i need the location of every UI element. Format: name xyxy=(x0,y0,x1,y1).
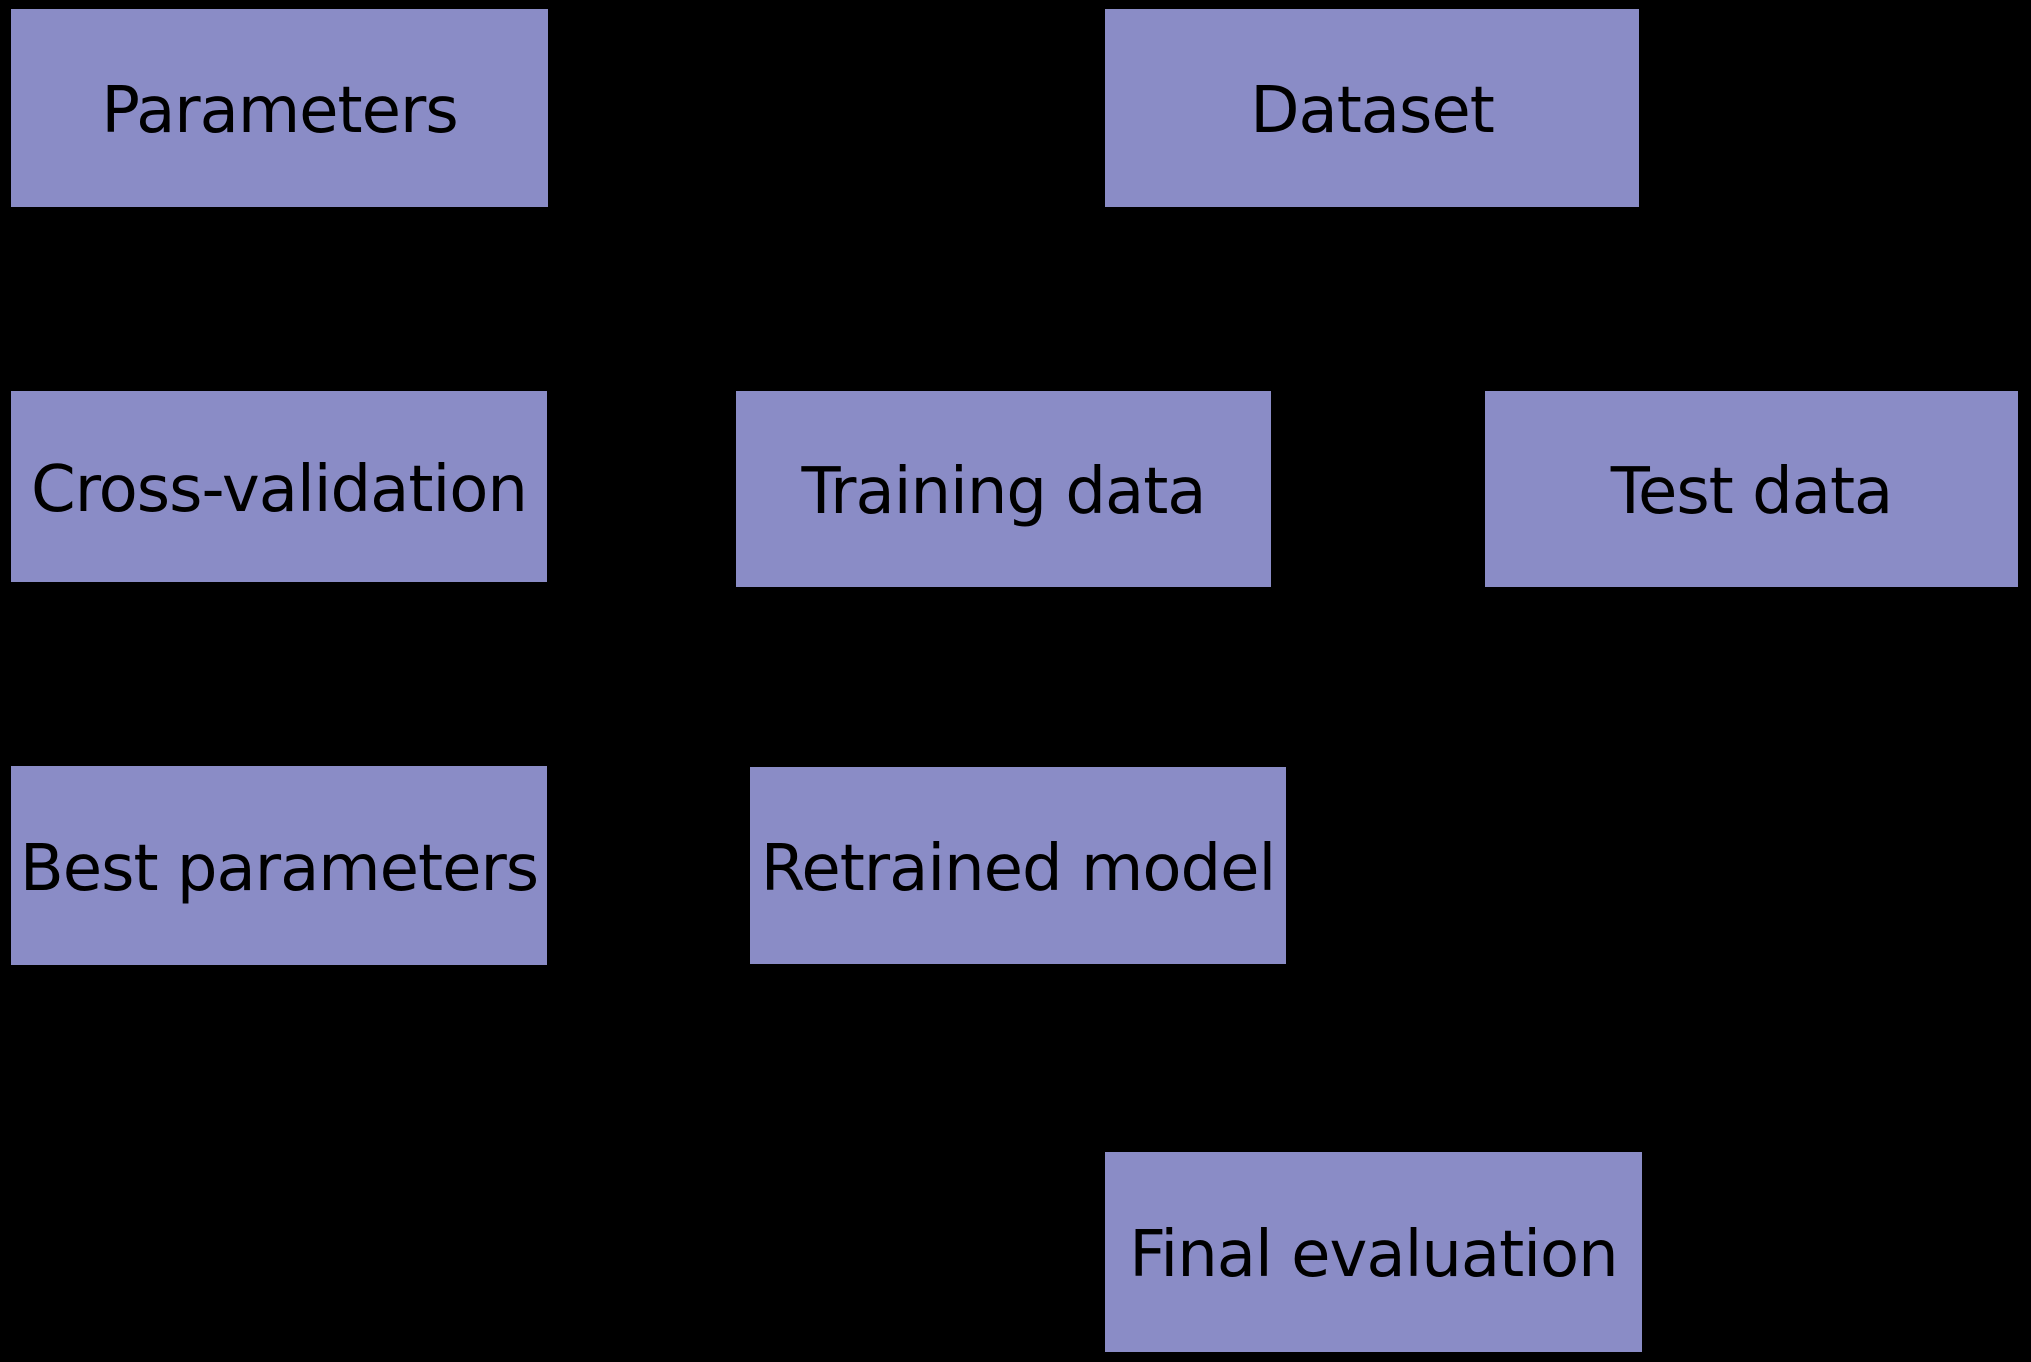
node-cross-validation: Cross-validation xyxy=(8,388,550,585)
node-retrained-model-label: Retrained model xyxy=(760,831,1277,906)
node-best-parameters-label: Best parameters xyxy=(19,831,539,906)
node-parameters: Parameters xyxy=(8,6,551,210)
node-parameters-label: Parameters xyxy=(101,74,458,148)
node-cross-validation-label: Cross-validation xyxy=(31,452,528,527)
node-training-data-label: Training data xyxy=(801,455,1206,529)
node-dataset: Dataset xyxy=(1102,6,1642,210)
node-test-data-label: Test data xyxy=(1610,455,1894,529)
node-test-data: Test data xyxy=(1482,388,2021,590)
node-training-data: Training data xyxy=(733,388,1274,590)
node-final-evaluation: Final evaluation xyxy=(1102,1149,1645,1355)
node-final-evaluation-label: Final evaluation xyxy=(1129,1218,1618,1292)
node-dataset-label: Dataset xyxy=(1250,74,1495,148)
node-retrained-model: Retrained model xyxy=(747,764,1289,967)
node-best-parameters: Best parameters xyxy=(8,763,550,968)
